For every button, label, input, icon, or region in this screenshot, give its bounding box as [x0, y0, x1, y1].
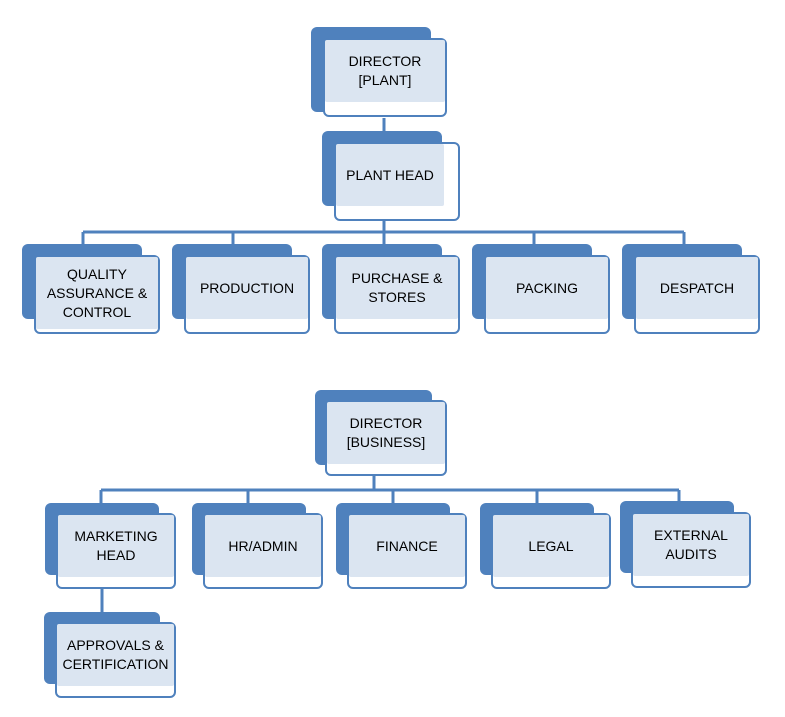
- dept-despatch-label: DESPATCH: [636, 257, 758, 319]
- dept-production-label: PRODUCTION: [186, 257, 308, 319]
- dept-purchase-label: PURCHASE & STORES: [336, 257, 458, 319]
- dept-quality-label: QUALITY ASSURANCE & CONTROL: [36, 257, 158, 329]
- dept-marketing-label: MARKETING HEAD: [58, 515, 174, 577]
- approvals-certification-label: APPROVALS & CERTIFICATION: [57, 624, 174, 686]
- plant-head-label: PLANT HEAD: [336, 144, 444, 206]
- dept-external-audits-label: EXTERNAL AUDITS: [633, 514, 749, 576]
- dept-hr-admin-label: HR/ADMIN: [205, 515, 321, 577]
- director-plant-label: DIRECTOR [PLANT]: [325, 40, 445, 102]
- director-business-label: DIRECTOR [BUSINESS]: [327, 402, 445, 464]
- dept-finance-label: FINANCE: [349, 515, 465, 577]
- dept-legal-label: LEGAL: [493, 515, 609, 577]
- dept-packing-label: PACKING: [486, 257, 608, 319]
